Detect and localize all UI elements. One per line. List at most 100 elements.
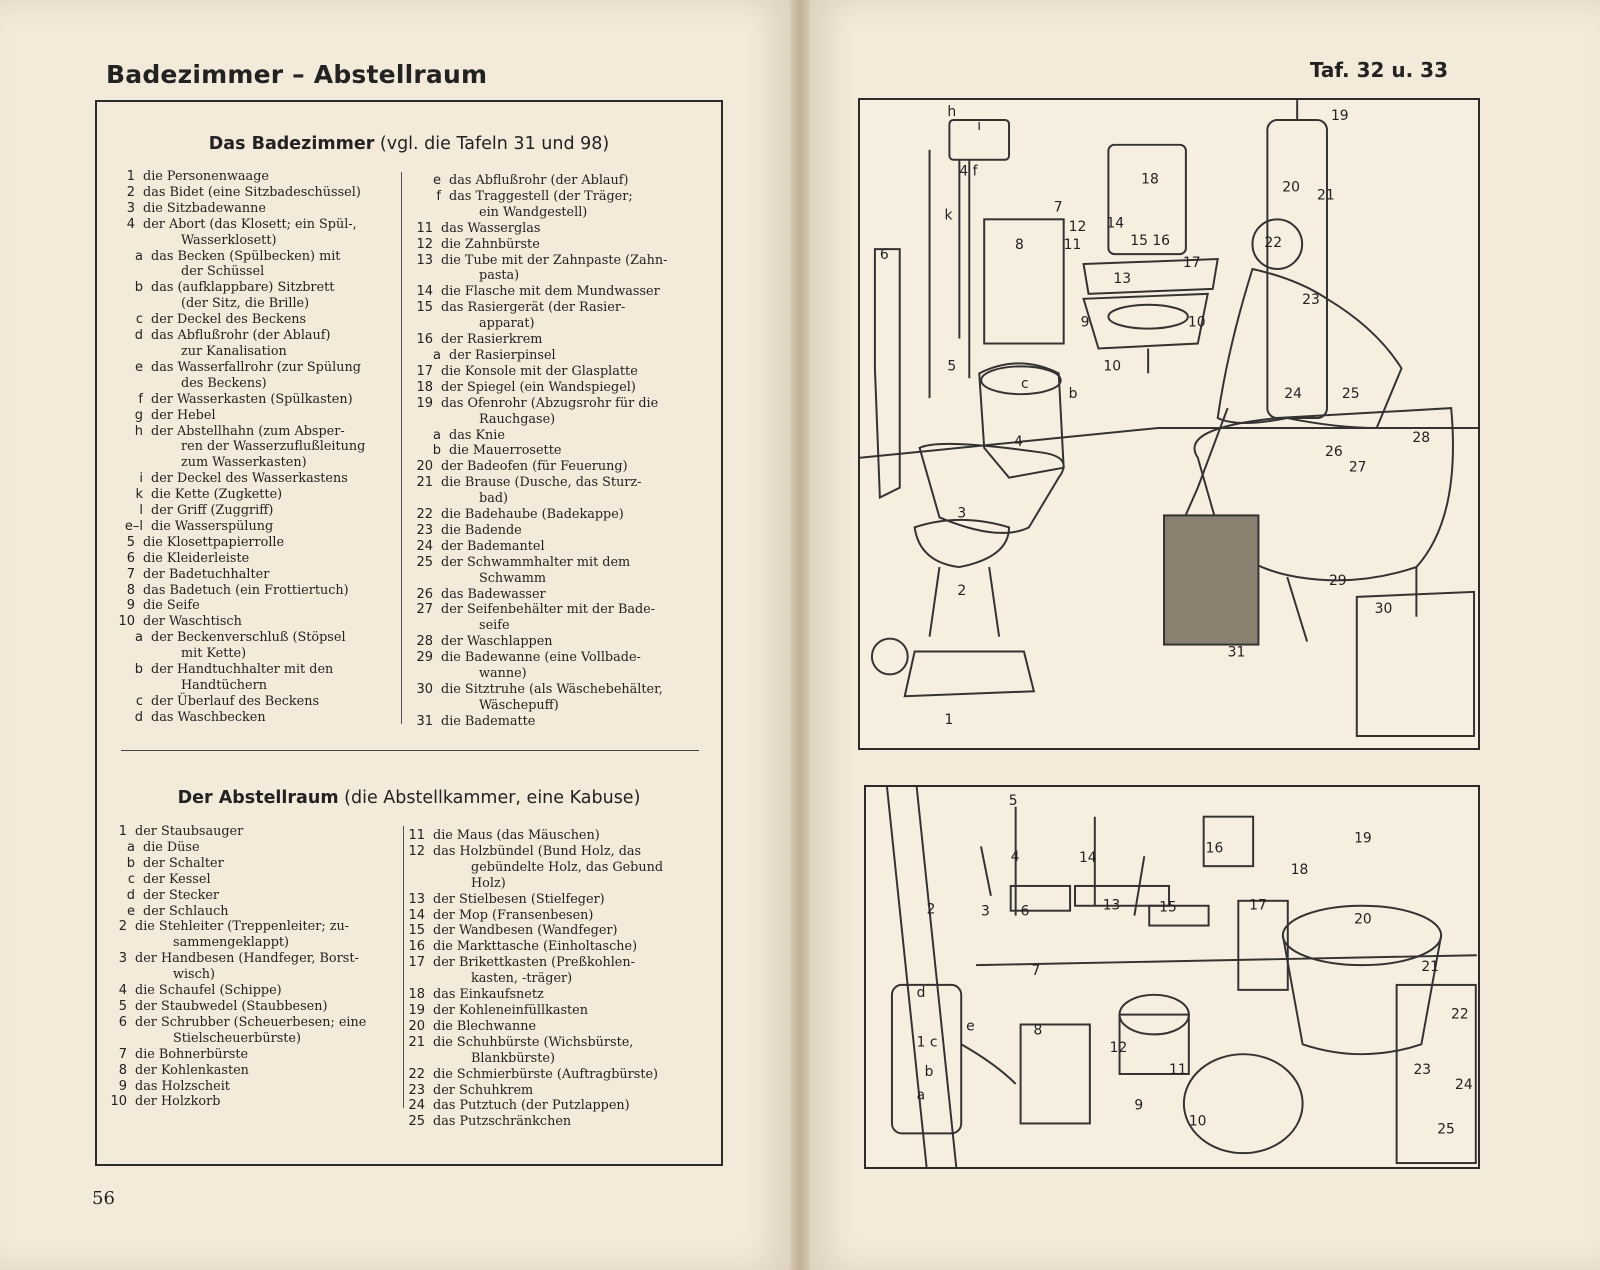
entry-number: e–l bbox=[124, 518, 143, 534]
entry-number: l bbox=[139, 503, 143, 519]
label-30: 30 bbox=[1375, 601, 1393, 617]
label-12: 12 bbox=[1069, 219, 1087, 235]
entry-number: 20 bbox=[416, 459, 433, 475]
entry-text: der Spiegel (ein Wandspiegel) bbox=[441, 379, 636, 395]
storage-title-rest: (die Abstellkammer, eine Kabuse) bbox=[338, 788, 641, 808]
bathroom-illustration: h i 4 f k 6 7 8 18 12 14 11 15 16 17 13 … bbox=[858, 98, 1480, 750]
entry-text: (der Sitz, die Brille) bbox=[181, 296, 310, 312]
entry-text: die Klosettpapierrolle bbox=[143, 534, 285, 550]
entry-number: e bbox=[433, 173, 441, 188]
entry-text: Rauchgase) bbox=[479, 411, 556, 427]
vocabulary-entry: seife bbox=[403, 618, 695, 634]
entry-text: pasta) bbox=[479, 268, 520, 284]
entry-number: 19 bbox=[408, 1002, 425, 1018]
entry-text: der Staubsauger bbox=[135, 824, 244, 839]
entry-text: Blankbürste) bbox=[471, 1050, 555, 1066]
entry-number bbox=[403, 412, 441, 428]
label-7: 7 bbox=[1031, 963, 1040, 979]
entry-number: 14 bbox=[408, 907, 425, 923]
bathroom-drawing: h i 4 f k 6 7 8 18 12 14 11 15 16 17 13 … bbox=[860, 100, 1478, 737]
label-b: b bbox=[1069, 386, 1078, 402]
entry-text: wisch) bbox=[173, 967, 216, 983]
entry-number: 16 bbox=[416, 332, 433, 348]
vocabulary-entry: 13 die Tube mit der Zahnpaste (Zahn- bbox=[403, 253, 695, 269]
entry-text: die Seife bbox=[143, 598, 200, 614]
entry-text: der Schüssel bbox=[181, 264, 265, 280]
label-i: i bbox=[977, 118, 981, 134]
entry-text: die Tube mit der Zahnpaste (Zahn- bbox=[441, 252, 668, 268]
label-b: b bbox=[925, 1064, 934, 1080]
entry-text: die Badematte bbox=[441, 713, 536, 729]
label-9: 9 bbox=[1134, 1098, 1143, 1114]
entry-text: das Abflußrohr (der Ablauf) bbox=[151, 328, 331, 344]
entry-number bbox=[105, 646, 143, 662]
entry-text: das Badetuch (ein Frottiertuch) bbox=[143, 582, 349, 598]
entry-text: Schwamm bbox=[479, 570, 547, 586]
label-c: c bbox=[1021, 376, 1029, 392]
column-divider bbox=[403, 826, 404, 1108]
vocabulary-entry: 6 der Schrubber (Scheuerbesen; eine bbox=[97, 1015, 395, 1031]
entry-number: 13 bbox=[416, 252, 433, 268]
vocabulary-entry: bad) bbox=[403, 491, 695, 507]
entry-text: der Kessel bbox=[143, 871, 211, 887]
entry-number: 26 bbox=[416, 586, 433, 602]
entry-text: die Stehleiter (Treppenleiter; zu- bbox=[135, 919, 350, 935]
vocabulary-entry: Wasserklosett) bbox=[105, 233, 397, 249]
entry-number bbox=[97, 1031, 135, 1047]
entry-number: 18 bbox=[416, 379, 433, 395]
entry-text: der Bademantel bbox=[441, 538, 545, 554]
entry-number: 23 bbox=[416, 522, 433, 538]
entry-number bbox=[105, 376, 143, 392]
vocabulary-entry: Schwamm bbox=[403, 571, 695, 587]
label-31: 31 bbox=[1228, 644, 1246, 660]
label-19: 19 bbox=[1354, 830, 1372, 846]
entry-text: die Sitzbadewanne bbox=[143, 200, 266, 216]
entry-number: 28 bbox=[416, 634, 433, 650]
entry-text: das Putzschränkchen bbox=[433, 1114, 572, 1130]
entry-text: das Einkaufsnetz bbox=[433, 987, 544, 1003]
vocabulary-entry: mit Kette) bbox=[105, 646, 397, 662]
entry-text: der Badeofen (für Feuerung) bbox=[441, 459, 628, 475]
entry-text: die Schaufel (Schippe) bbox=[135, 983, 282, 999]
entry-number bbox=[403, 698, 441, 714]
entry-text: der Wasserkasten (Spülkasten) bbox=[151, 391, 353, 407]
label-12: 12 bbox=[1110, 1040, 1128, 1056]
label-5: 5 bbox=[947, 358, 956, 374]
label-26: 26 bbox=[1325, 444, 1343, 460]
label-22: 22 bbox=[1264, 235, 1282, 251]
label-2: 2 bbox=[957, 583, 966, 599]
entry-text: der Schwammhalter mit dem bbox=[441, 554, 631, 570]
vocabulary-entry: apparat) bbox=[403, 316, 695, 332]
entry-text: Handtüchern bbox=[181, 678, 267, 693]
vocabulary-entry: e–l die Wasserspülung bbox=[105, 519, 397, 535]
label-h: h bbox=[947, 104, 956, 120]
entry-number: 19 bbox=[416, 395, 433, 411]
entry-number: 5 bbox=[118, 998, 127, 1014]
entry-text: mit Kette) bbox=[181, 646, 247, 662]
entry-number: f bbox=[436, 188, 441, 204]
entry-number bbox=[105, 296, 143, 312]
entry-text: zum Wasserkasten) bbox=[181, 455, 307, 471]
entry-number: 6 bbox=[118, 1014, 127, 1030]
entry-number: 10 bbox=[118, 614, 135, 630]
entry-text: der Schrubber (Scheuerbesen; eine bbox=[135, 1014, 367, 1030]
entry-text: der Wandbesen (Wandfeger) bbox=[433, 923, 618, 939]
entry-text: die Wasserspülung bbox=[151, 518, 274, 534]
